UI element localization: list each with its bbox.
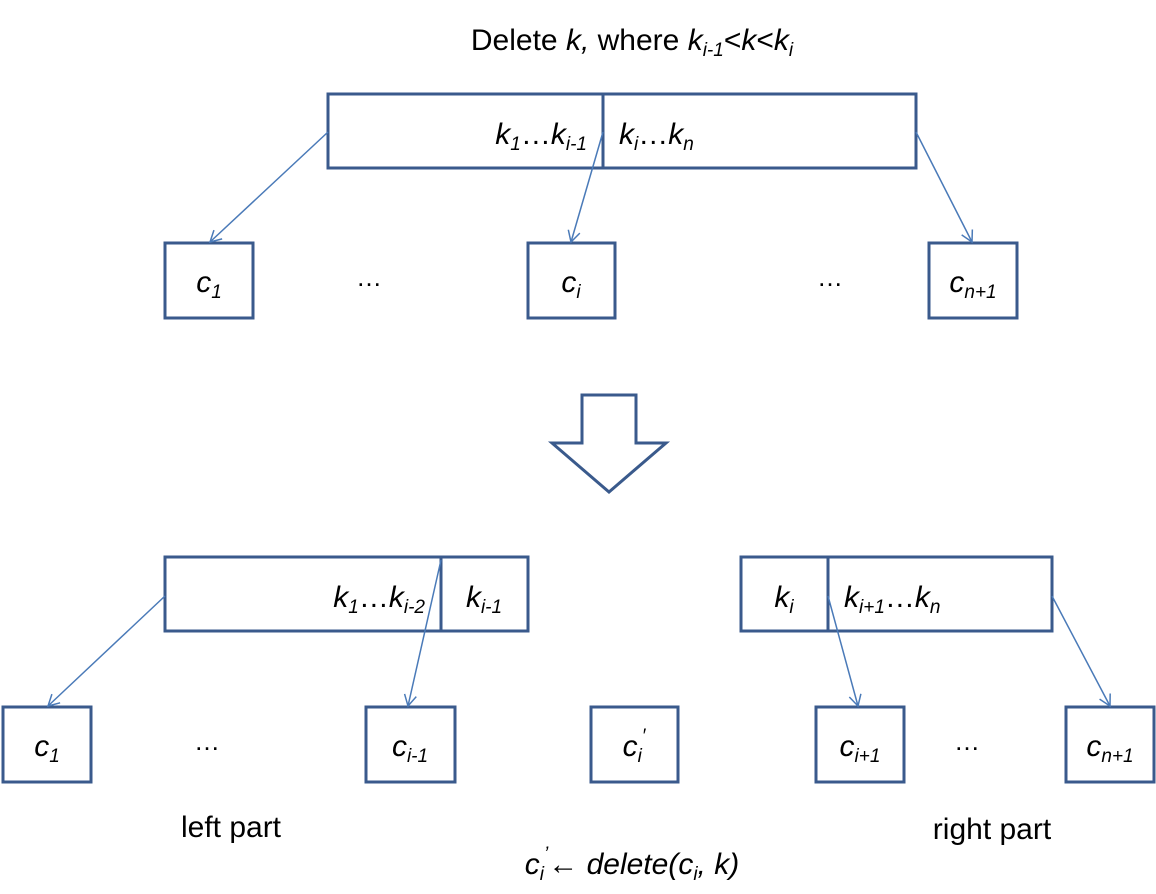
left-ellipsis: … [194, 726, 220, 756]
left-node-right-key: ki-1 [466, 581, 502, 618]
left-pointer-ci-1 [403, 559, 442, 708]
right-pointer-cn1 [1051, 595, 1111, 708]
right-child-ci1: ci+1 [814, 705, 906, 784]
left-part-node: k1…ki-2 ki-1 [163, 555, 530, 633]
left-part-label: left part [181, 811, 282, 844]
right-part-label: right part [933, 813, 1052, 846]
top-child-ci: ci [526, 241, 617, 320]
right-ellipsis: … [954, 726, 980, 756]
left-node-right-cell [439, 555, 530, 633]
left-pointer-c1 [46, 595, 166, 708]
right-node-right-keys: ki+1…kn [844, 581, 940, 618]
svg-text:c1: c1 [196, 266, 222, 303]
left-node-left-keys: k1…ki-2 [333, 581, 425, 618]
left-child-ci-1: ci-1 [364, 705, 457, 784]
top-ellipsis-right: … [817, 262, 843, 292]
top-node-left-keys: k1…ki-1 [495, 118, 587, 155]
right-node-left-key: ki [774, 581, 794, 618]
svg-text:ci+1: ci+1 [840, 730, 881, 767]
right-child-cn1: cn+1 [1064, 705, 1156, 784]
svg-text:cn+1: cn+1 [1086, 730, 1133, 767]
middle-child-ci-prime: ci′ [589, 705, 680, 784]
delete-formula: ci’← delete(ci, k) [525, 844, 739, 885]
svg-text:cn+1: cn+1 [949, 266, 996, 303]
svg-text:ci′: ci′ [623, 726, 647, 767]
top-ellipsis-left: … [356, 262, 382, 292]
svg-text:ci: ci [561, 266, 581, 303]
right-node-right-cell [826, 555, 1054, 633]
top-node-left-cell [326, 92, 605, 170]
right-part-node: ki ki+1…kn [739, 555, 1054, 633]
right-node-left-cell [739, 555, 830, 633]
right-pointer-ci1 [827, 595, 862, 708]
top-parent-node: k1…ki-1 ki…kn [326, 92, 918, 170]
diagram-title: Delete k, where ki-1<k<ki [471, 24, 794, 61]
top-node-right-cell [601, 92, 918, 170]
down-arrow-icon [547, 393, 671, 494]
svg-text:c1: c1 [34, 730, 60, 767]
top-child-cn1: cn+1 [927, 241, 1019, 320]
top-pointer-c1 [208, 131, 329, 244]
top-child-c1: c1 [163, 241, 255, 320]
top-pointer-cn1 [915, 131, 974, 244]
svg-text:ci-1: ci-1 [392, 730, 428, 767]
left-child-c1: c1 [1, 705, 93, 784]
top-pointer-ci [567, 131, 604, 244]
top-node-right-keys: ki…kn [619, 118, 694, 155]
left-node-left-cell [163, 555, 443, 633]
